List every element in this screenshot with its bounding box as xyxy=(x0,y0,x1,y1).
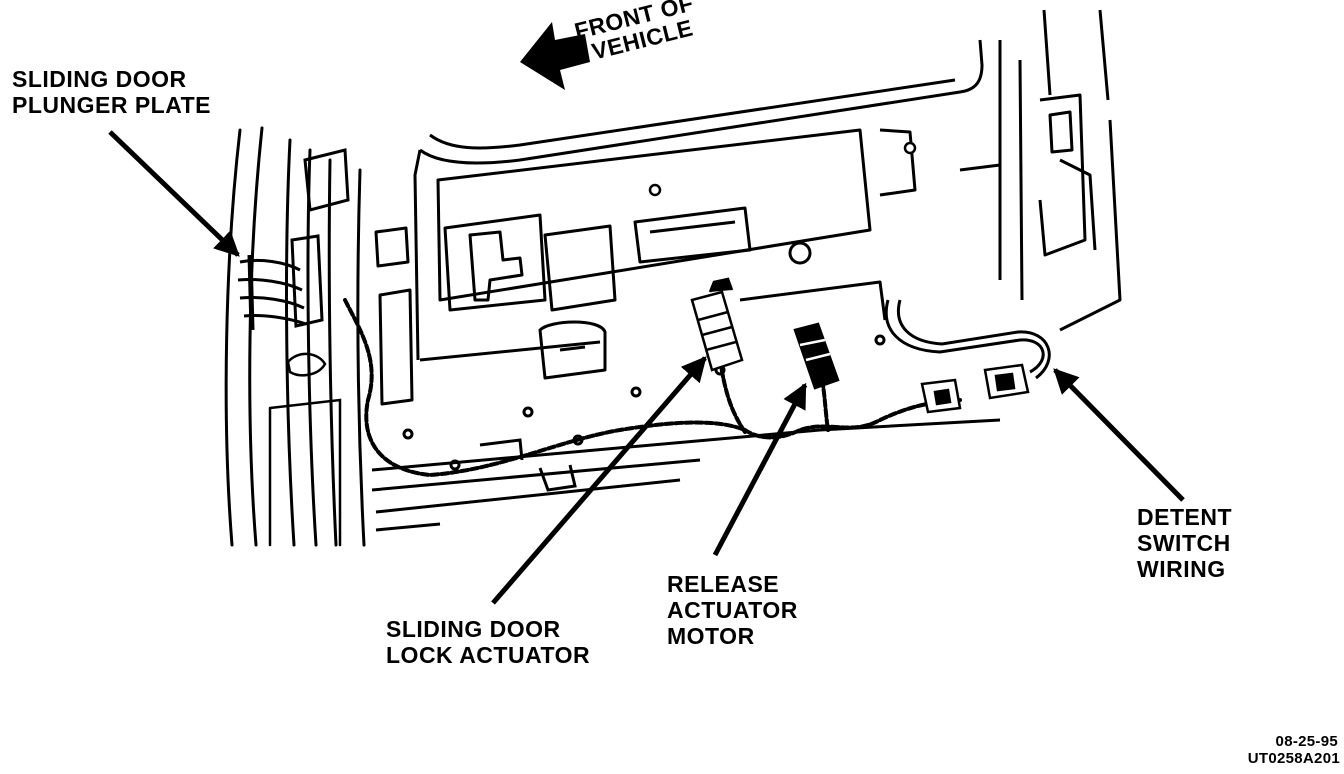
detent-wiring-callout-arrow xyxy=(1053,368,1185,502)
plunger-plate-callout-arrow xyxy=(108,130,240,257)
panel-fastener xyxy=(903,141,917,155)
figure-date: 08-25-95 xyxy=(1275,733,1338,750)
detent-connectors xyxy=(920,363,1030,414)
lock-actuator-label-line-1: SLIDING DOOR xyxy=(386,616,561,642)
detent-wiring-label-line-3: WIRING xyxy=(1137,556,1226,582)
release-motor-connector xyxy=(793,322,840,390)
lock-actuator-connector xyxy=(690,277,744,372)
front-direction-arrow xyxy=(520,22,590,90)
panel-fastener xyxy=(648,183,662,197)
actuator-mount-bolt xyxy=(788,241,812,265)
detent-wiring-label-line-2: SWITCH xyxy=(1137,530,1231,556)
door-frame-pillar xyxy=(224,126,366,547)
release-motor-callout-arrow xyxy=(712,382,808,557)
plunger-plate xyxy=(237,234,327,377)
lock-actuator-label: SLIDING DOOR LOCK ACTUATOR xyxy=(386,616,590,668)
detent-wiring-label: DETENT SWITCH WIRING xyxy=(1137,504,1232,582)
door-inner-panel xyxy=(374,9,1122,406)
lock-actuator-label-line-2: LOCK ACTUATOR xyxy=(386,642,591,668)
release-motor-label-line-3: MOTOR xyxy=(667,623,755,649)
release-motor-label-line-1: RELEASE xyxy=(667,571,780,597)
detent-wiring-label-line-1: DETENT xyxy=(1137,504,1232,530)
plunger-plate-label-line-2: PLUNGER PLATE xyxy=(12,92,212,118)
plunger-plate-label: SLIDING DOOR PLUNGER PLATE xyxy=(12,66,211,118)
figure-code: UT0258A201 xyxy=(1247,750,1340,767)
figure-footer: 08-25-95 UT0258A201 xyxy=(1248,733,1340,767)
release-motor-label: RELEASE ACTUATOR MOTOR xyxy=(667,571,798,649)
plunger-plate-label-line-1: SLIDING DOOR xyxy=(12,66,187,92)
door-sill xyxy=(371,334,1001,532)
lock-actuator-callout-arrow xyxy=(491,356,707,605)
wiring-harness xyxy=(343,298,962,478)
release-motor-label-line-2: ACTUATOR xyxy=(667,597,798,623)
detent-wire xyxy=(884,299,1051,380)
